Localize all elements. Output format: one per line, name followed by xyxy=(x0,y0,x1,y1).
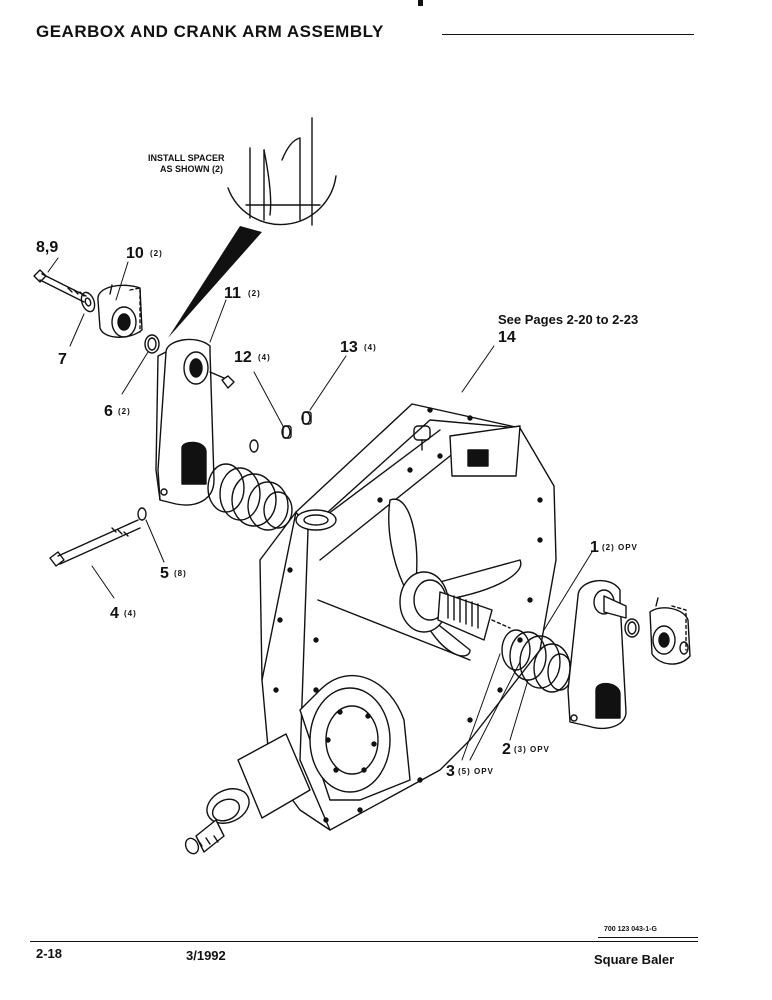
label-10-qty: (2) xyxy=(150,249,163,258)
label-8-9: 8,9 xyxy=(36,239,58,256)
leader-lines xyxy=(47,257,593,761)
footer-rule xyxy=(30,941,698,942)
label-5-qty: (8) xyxy=(174,569,187,578)
label-3: 3 xyxy=(446,763,455,780)
label-10: 10 xyxy=(126,245,144,262)
page-title: GEARBOX AND CRANK ARM ASSEMBLY xyxy=(36,22,384,41)
label-13: 13 xyxy=(340,339,358,356)
label-1-qty: (2) OPV xyxy=(602,543,638,552)
label-4: 4 xyxy=(110,605,119,622)
label-6: 6 xyxy=(104,403,113,420)
see-pages-note: See Pages 2-20 to 2-23 xyxy=(498,312,638,327)
label-4-qty: (4) xyxy=(124,609,137,618)
label-2: 2 xyxy=(502,741,511,758)
left-spring xyxy=(207,463,293,531)
callout-line-1: INSTALL SPACER xyxy=(148,153,225,163)
label-13-qty: (4) xyxy=(364,343,377,352)
label-2-qty: (3) OPV xyxy=(514,745,550,754)
label-7: 7 xyxy=(58,351,67,368)
long-bolt xyxy=(49,507,147,567)
spacer-detail-callout xyxy=(168,117,337,338)
label-3-qty: (5) OPV xyxy=(458,767,494,776)
left-bearing-group xyxy=(33,269,160,354)
washers-nuts xyxy=(249,411,312,453)
label-11: 11 xyxy=(224,285,241,302)
revision-date: 3/1992 xyxy=(186,948,226,963)
top-edge-mark xyxy=(418,0,423,6)
label-5: 5 xyxy=(160,565,169,582)
product-name: Square Baler xyxy=(594,952,675,967)
gearbox-housing xyxy=(184,403,557,855)
callout-line-2: AS SHOWN (2) xyxy=(160,164,223,174)
title-rule xyxy=(442,34,694,35)
label-6-qty: (2) xyxy=(118,407,131,416)
page-number: 2-18 xyxy=(36,946,63,961)
label-1: 1 xyxy=(590,539,599,556)
label-12: 12 xyxy=(234,349,252,366)
label-14: 14 xyxy=(498,329,516,346)
footer-code-rule xyxy=(598,937,698,938)
right-crank-arm xyxy=(567,579,691,730)
drawing-code: 700 123 043-1-G xyxy=(604,926,657,933)
left-crank-arm xyxy=(155,338,235,506)
label-11-qty: (2) xyxy=(248,289,261,298)
label-12-qty: (4) xyxy=(258,353,271,362)
